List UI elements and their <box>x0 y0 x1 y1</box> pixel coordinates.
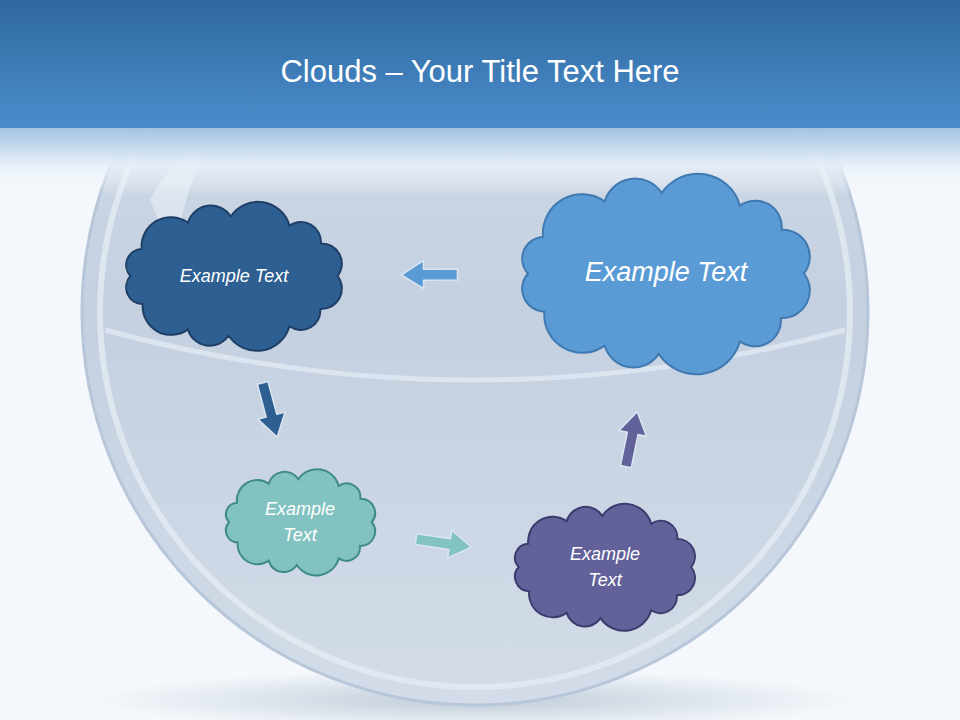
cloud-label: Example Text <box>255 496 345 548</box>
title-bar: Clouds – Your Title Text Here <box>0 54 960 90</box>
header-bar <box>0 0 960 128</box>
header-fade <box>0 126 960 196</box>
flow-arrow <box>619 412 646 468</box>
cloud-outline <box>500 497 710 637</box>
cloud-shape: Example Text <box>109 195 359 357</box>
cloud-label: Example Text <box>180 263 288 289</box>
flow-arrow <box>402 261 458 289</box>
cloud-shape: Example Text <box>213 463 388 581</box>
cloud-fill <box>515 504 695 631</box>
cloud-fill <box>126 202 342 351</box>
flow-arrow <box>415 530 471 558</box>
cloud-outline <box>213 463 388 581</box>
flow-arrow <box>257 381 285 437</box>
title-text: Clouds – Your Title Text Here <box>280 54 679 89</box>
cloud-fill <box>225 469 374 575</box>
cloud-shape: Example Text <box>500 497 710 637</box>
cloud-shape: Example Text <box>500 165 832 382</box>
cloud-label: Example Text <box>560 541 650 593</box>
cloud-fill <box>522 173 810 374</box>
cloud-label: Example Text <box>585 253 748 292</box>
